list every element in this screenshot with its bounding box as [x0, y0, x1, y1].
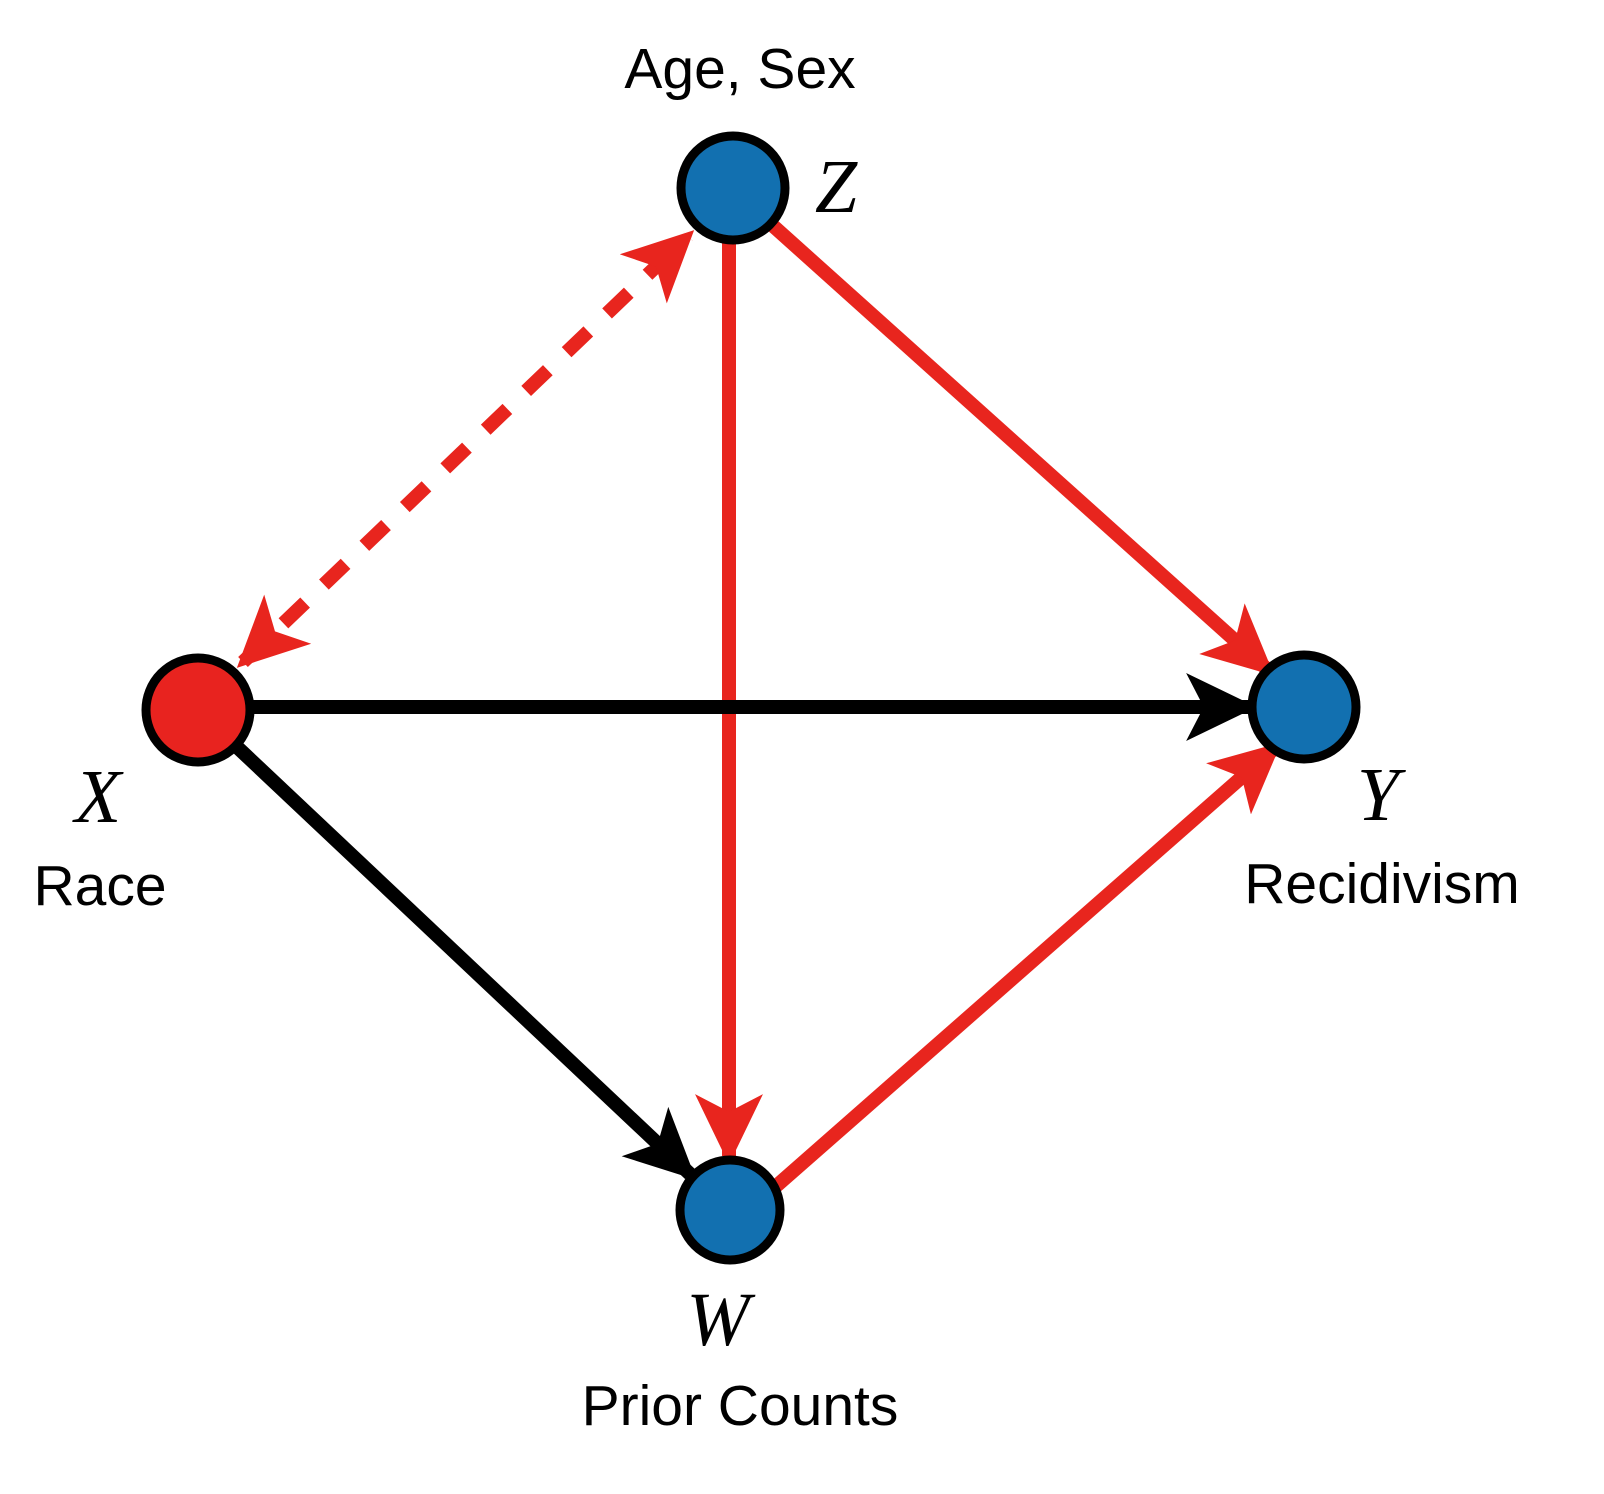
node-z-symbol: Z — [815, 145, 858, 229]
node-x[interactable] — [141, 653, 255, 767]
edge-x-to-w — [231, 740, 697, 1180]
node-y-symbol: Y — [1357, 753, 1407, 837]
node-w[interactable] — [675, 1155, 785, 1265]
node-x-symbol: X — [72, 755, 124, 839]
edge-w-to-y — [769, 742, 1282, 1194]
node-w-symbol: W — [686, 1278, 756, 1362]
node-y-description: Recidivism — [1244, 852, 1520, 916]
edge-z-to-y — [766, 218, 1275, 676]
edge-x-z-dashed-bidirectional — [236, 230, 695, 668]
node-y[interactable] — [1247, 650, 1361, 764]
node-z[interactable] — [676, 131, 790, 245]
node-w-description: Prior Counts — [582, 1374, 899, 1438]
node-x-description: Race — [33, 854, 166, 918]
node-z-description: Age, Sex — [624, 37, 855, 101]
